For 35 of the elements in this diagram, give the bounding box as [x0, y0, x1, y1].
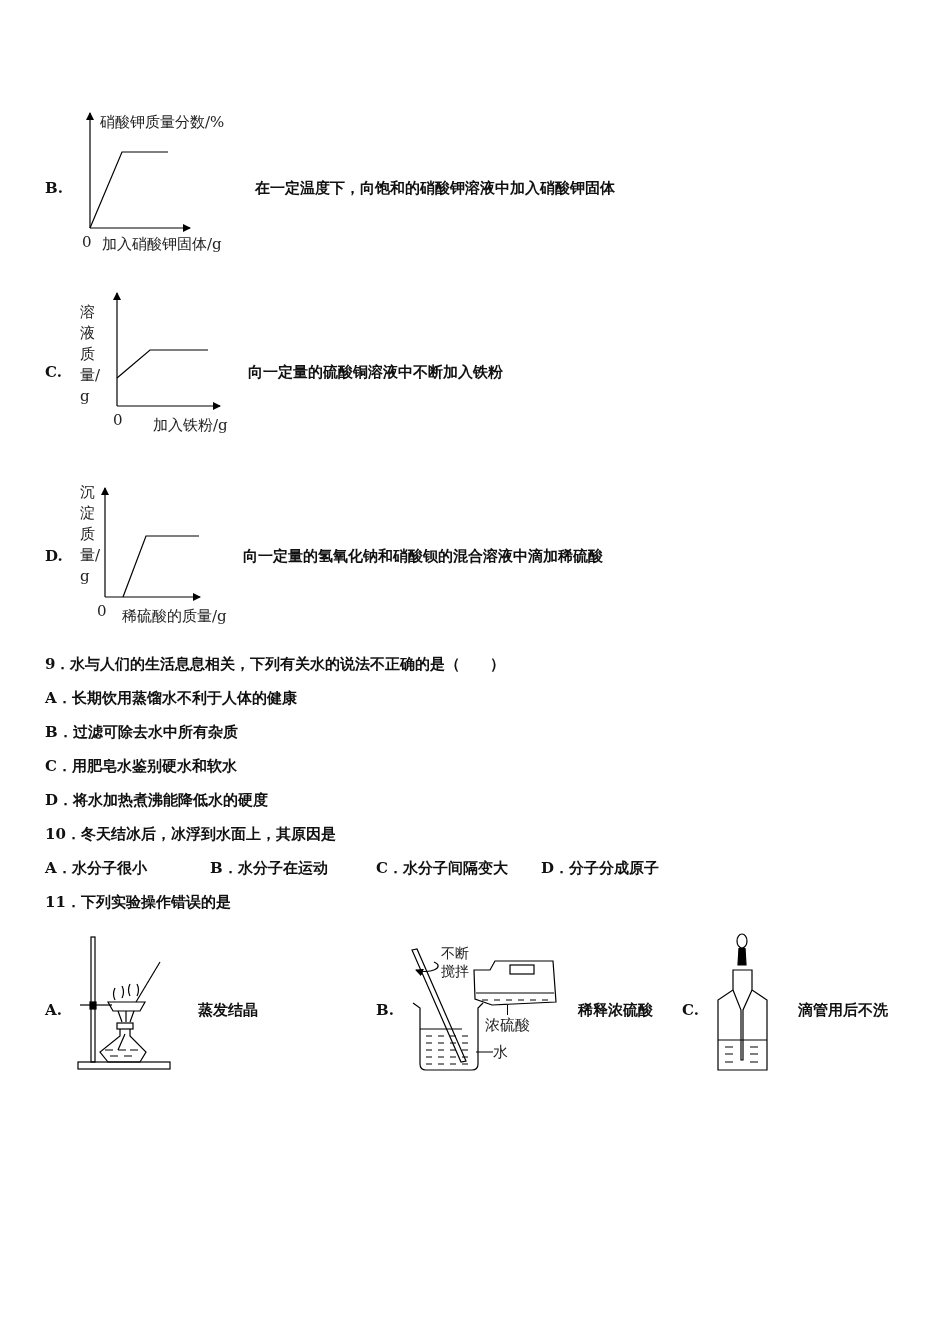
option-letter: C.: [682, 1000, 699, 1020]
answer-option: B．水分子在运动: [210, 858, 328, 878]
option-letter: B.: [376, 1000, 394, 1020]
option-letter: C.: [45, 362, 62, 382]
option-letter: B.: [45, 178, 63, 198]
axis-title: 硝酸钾质量分数/%: [100, 112, 225, 132]
caption-text: 蒸发结晶: [198, 1000, 258, 1020]
answer-option: C．水分子间隔变大: [376, 858, 508, 878]
annotation-text: 水: [493, 1042, 508, 1062]
answer-option: B．过滤可除去水中所有杂质: [45, 722, 238, 742]
axis-title: 稀硫酸的质量/g: [122, 606, 227, 626]
annotation-text: 不断搅拌: [441, 944, 470, 980]
leader-line: [507, 1004, 508, 1016]
option-letter: A.: [45, 1000, 62, 1020]
axis-title: 加入硝酸钾固体/g: [102, 234, 222, 254]
description-text: 在一定温度下，向饱和的硝酸钾溶液中加入硝酸钾固体: [255, 178, 615, 198]
answer-option: D．分子分成原子: [541, 858, 659, 878]
description-text: 向一定量的氢氧化钠和硝酸钡的混合溶液中滴加稀硫酸: [243, 546, 603, 566]
question-text: 9．水与人们的生活息息相关，下列有关水的说法不正确的是（ ）: [45, 654, 506, 674]
answer-option: C．用肥皂水鉴别硬水和软水: [45, 756, 237, 776]
origin-label: 0: [97, 601, 107, 621]
leader-line: [475, 1051, 494, 1053]
caption-text: 稀释浓硫酸: [578, 1000, 653, 1020]
answer-option: A．长期饮用蒸馏水不利于人体的健康: [45, 688, 297, 708]
question-text: 11．下列实验操作错误的是: [45, 892, 231, 912]
answer-option: D．将水加热煮沸能降低水的硬度: [45, 790, 268, 810]
description-text: 向一定量的硫酸铜溶液中不断加入铁粉: [248, 362, 503, 382]
origin-label: 0: [113, 410, 123, 430]
answer-option: A．水分子很小: [45, 858, 147, 878]
axis-title: 加入铁粉/g: [153, 415, 228, 435]
question-text: 10．冬天结冰后，冰浮到水面上，其原因是: [45, 824, 336, 844]
origin-label: 0: [82, 232, 92, 252]
annotation-text: 浓硫酸: [485, 1015, 530, 1035]
option-letter: D.: [45, 546, 63, 566]
caption-text: 滴管用后不洗: [798, 1000, 888, 1020]
